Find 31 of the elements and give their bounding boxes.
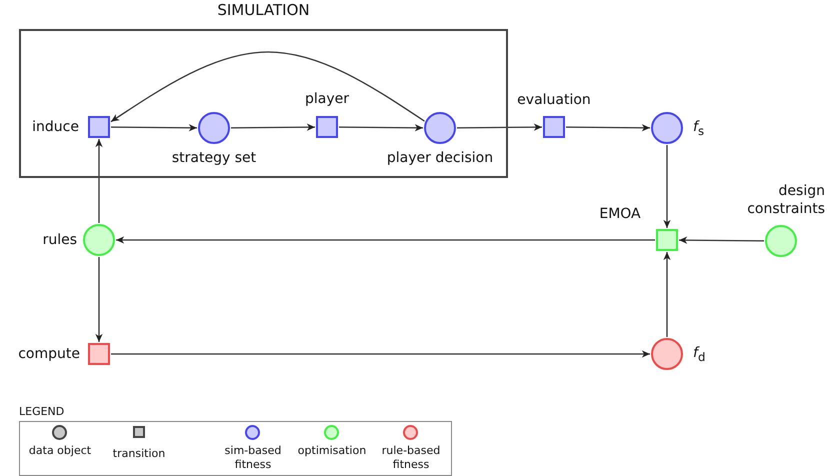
node-label: rules	[42, 231, 77, 249]
arrow	[663, 252, 671, 337]
arrow	[663, 145, 671, 228]
arrow	[111, 124, 197, 132]
legend-heading: LEGEND	[19, 405, 64, 419]
arrow	[95, 257, 103, 342]
arrow	[566, 124, 650, 132]
node-label: EMOA	[598, 205, 642, 223]
node-label: strategy set	[170, 149, 258, 167]
legend-label: sim-based fitness	[224, 444, 282, 472]
node-label: f$_{s}$	[693, 118, 706, 140]
arrow	[110, 51, 425, 122]
legend-label: rule-based fitness	[380, 444, 442, 472]
frame-heading: SIMULATION	[216, 1, 311, 19]
legend-label: data object	[28, 444, 92, 458]
node-label: player decision	[386, 149, 494, 167]
arrow	[95, 139, 103, 223]
node-label: induce	[31, 118, 79, 136]
arrow	[111, 350, 650, 358]
legend-label: transition	[112, 447, 166, 461]
node-label: f$_{d}$	[693, 344, 706, 366]
legend-label: optimisation	[296, 444, 368, 458]
arrow	[231, 124, 315, 131]
arrow	[679, 236, 764, 244]
arrow	[116, 236, 655, 244]
node-label: design constraints	[746, 182, 825, 218]
arrow	[339, 124, 423, 132]
node-label: compute	[17, 345, 80, 363]
node-label: evaluation	[516, 91, 592, 109]
arrow	[457, 124, 542, 131]
node-label: player	[304, 90, 350, 108]
